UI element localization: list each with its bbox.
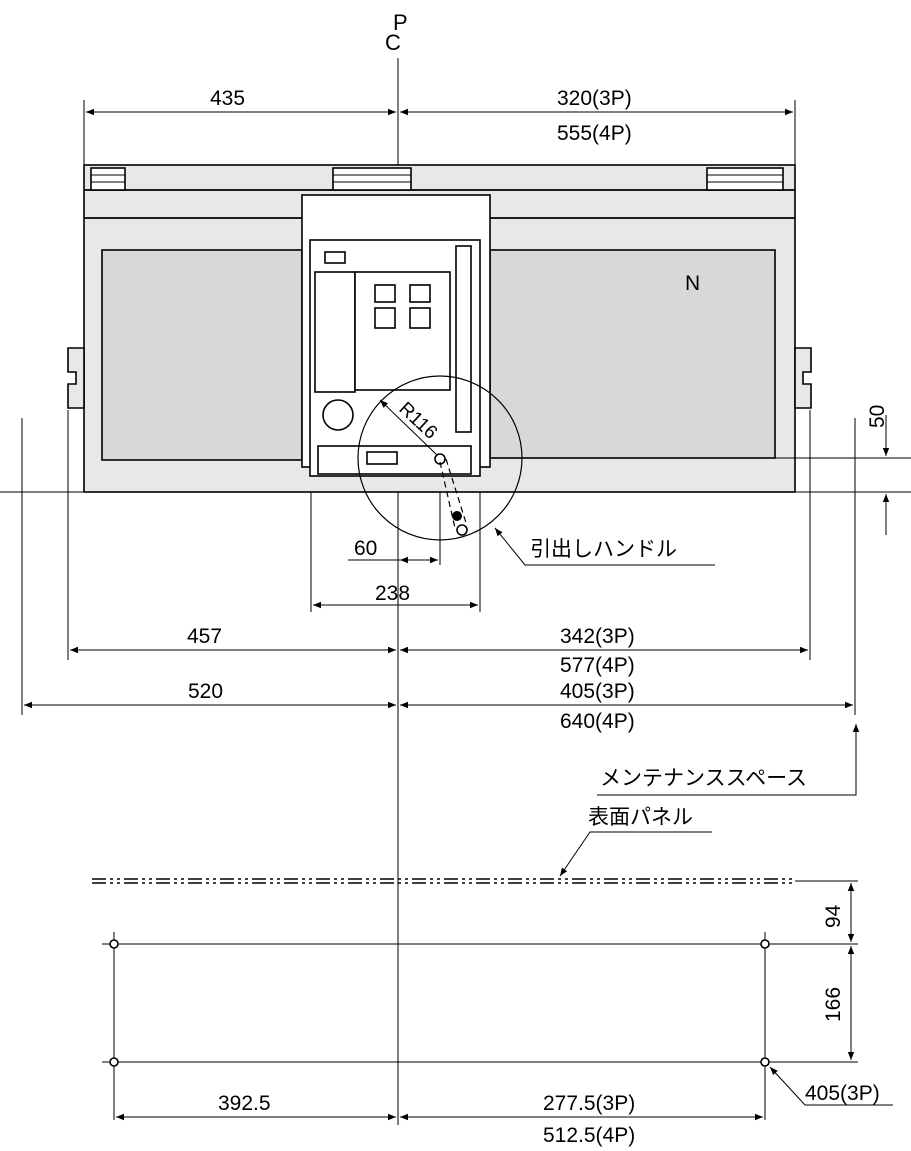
- radius-line: [379, 399, 438, 456]
- side-bracket-right: [794, 347, 812, 409]
- maintenance-leader: [597, 724, 860, 796]
- center-marker-p: P: [393, 10, 408, 35]
- mount-hole-bottom-left: [109, 1057, 119, 1067]
- dim-top-right-3p: 320(3P): [557, 87, 632, 110]
- dim-bottom-left: 392.5: [218, 1092, 271, 1115]
- dim-bottom-right-4p: 512.5(4P): [543, 1124, 635, 1147]
- dim-mid-right-4p: 577(4P): [560, 654, 635, 677]
- dim-mid-right-3p: 342(3P): [560, 625, 635, 648]
- dim-top-right-4p: 555(4P): [557, 122, 632, 145]
- handle-leader: [494, 527, 715, 566]
- maintenance-space-label: メンテナンススペース: [600, 767, 807, 790]
- dim-handle-width: 238: [375, 582, 410, 605]
- front-panel-label: 表面パネル: [588, 806, 693, 829]
- top-terminal-center: [332, 167, 412, 191]
- dim-maint-right-4p: 640(4P): [560, 710, 635, 733]
- neutral-label: N: [685, 272, 700, 295]
- draw-out-handle-label: 引出しハンドル: [530, 538, 677, 561]
- hole-callout-leader: [769, 1066, 893, 1106]
- dim-166: 166: [822, 987, 845, 1022]
- dim-mid-left: 457: [187, 625, 222, 648]
- dim-bottom-right-3p: 277.5(3P): [543, 1092, 635, 1115]
- left-pole-panel: [101, 249, 303, 461]
- vertical-bar: [455, 245, 472, 433]
- dim-94: 94: [822, 904, 845, 928]
- dim-top-left: 435: [210, 87, 245, 110]
- top-terminal-right: [706, 167, 784, 191]
- control-knob: [322, 399, 354, 431]
- right-pole-panel: [489, 249, 776, 459]
- center-marker-c: C: [385, 30, 401, 55]
- dim-maint-right-3p: 405(3P): [560, 680, 635, 703]
- side-bracket-left: [67, 347, 85, 409]
- front-panel-leader: [559, 831, 712, 877]
- mount-hole-bottom-right: [760, 1057, 770, 1067]
- handle-knob: [452, 511, 462, 521]
- top-terminal-left: [90, 167, 126, 191]
- breaker-body: N R116: [67, 164, 812, 541]
- dim-handle-offset: 60: [354, 537, 377, 560]
- dim-maint-left: 520: [188, 680, 223, 703]
- dim-50: 50: [866, 405, 889, 428]
- hole-callout: 405(3P): [805, 1082, 880, 1105]
- mount-hole-top-right: [760, 939, 770, 949]
- mount-hole-top-left: [109, 939, 119, 949]
